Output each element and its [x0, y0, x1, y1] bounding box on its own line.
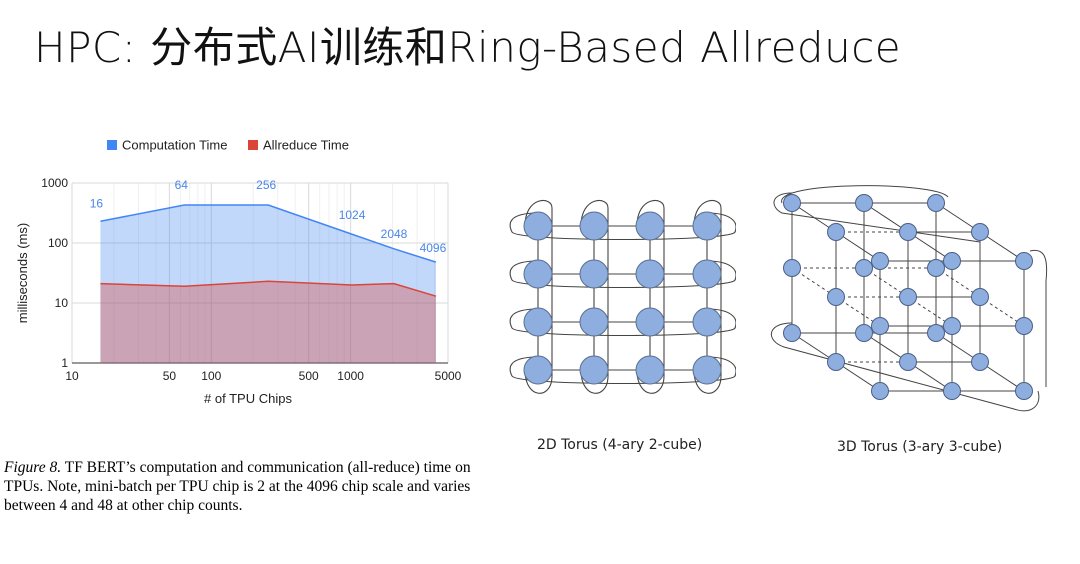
- x-tick-label: 50: [163, 369, 177, 383]
- y-axis-label: milliseconds (ms): [15, 223, 30, 323]
- point-label: 16: [90, 196, 104, 210]
- figure-caption: Figure 8. TF BERT’s computation and comm…: [4, 458, 474, 515]
- torus-3d-node: [871, 252, 889, 270]
- torus-3d-node: [783, 194, 801, 212]
- torus-2d-node: [635, 211, 665, 241]
- figure-label: Figure 8.: [4, 459, 62, 476]
- torus-3d-node: [1015, 317, 1033, 335]
- torus-2d-links: [509, 200, 736, 394]
- torus-2d-node: [523, 355, 553, 385]
- allreduce-line: [100, 280, 437, 297]
- torus-3d-node: [855, 324, 873, 342]
- caption-text: TF BERT’s computation and communication …: [4, 459, 471, 514]
- torus-2d-node: [579, 259, 609, 289]
- x-tick-label: 5000: [435, 369, 462, 383]
- torus-2d-node: [523, 307, 553, 337]
- torus-3d-node: [855, 259, 873, 277]
- legend-label-allreduce: Allreduce Time: [263, 138, 349, 153]
- point-label: 4096: [420, 241, 447, 255]
- allreduce-area: [100, 281, 436, 363]
- computation-line: [100, 204, 437, 263]
- torus-2d-diagram: [509, 200, 736, 394]
- torus-3d-node: [971, 353, 989, 371]
- point-label: 64: [175, 178, 189, 192]
- torus-3d-node: [899, 288, 917, 306]
- torus-3d-node: [783, 259, 801, 277]
- torus-3d-diagram: [771, 185, 1048, 412]
- legend-swatch-computation: [107, 140, 117, 150]
- torus-3d-node: [1015, 382, 1033, 400]
- torus-3d-node: [899, 223, 917, 241]
- torus-2d-node: [579, 307, 609, 337]
- legend-label-computation: Computation Time: [122, 138, 228, 153]
- torus-3d-node: [855, 194, 873, 212]
- torus-3d-node: [899, 353, 917, 371]
- x-tick-label: 100: [201, 369, 221, 383]
- torus-3d-node: [971, 288, 989, 306]
- torus-3d-node: [871, 317, 889, 335]
- y-tick-label: 10: [55, 296, 69, 310]
- torus-3d-node: [943, 382, 961, 400]
- torus-3d-node: [783, 324, 801, 342]
- x-tick-label: 500: [299, 369, 319, 383]
- torus-2d-node: [579, 211, 609, 241]
- torus-2d-node: [692, 259, 722, 289]
- torus-3d-node: [827, 223, 845, 241]
- point-label: 256: [256, 178, 276, 192]
- torus-3d-node: [927, 194, 945, 212]
- torus-3d-node: [827, 288, 845, 306]
- torus-3d-node: [927, 324, 945, 342]
- legend-swatch-allreduce: [248, 140, 258, 150]
- torus-2d-label: 2D Torus (4-ary 2-cube): [537, 437, 703, 453]
- torus-3d-node: [927, 259, 945, 277]
- torus-3d-node: [1015, 252, 1033, 270]
- computation-area: [100, 204, 436, 363]
- x-tick-label: 1000: [337, 369, 364, 383]
- y-tick-label: 1: [61, 356, 68, 370]
- torus-3d-node: [871, 382, 889, 400]
- torus-2d-node: [635, 355, 665, 385]
- torus-2d-node: [635, 307, 665, 337]
- torus-3d-node: [971, 223, 989, 241]
- torus-2d-node: [692, 211, 722, 241]
- torus-3d-node: [827, 353, 845, 371]
- torus-2d-node: [635, 259, 665, 289]
- y-tick-label: 100: [48, 236, 68, 250]
- x-axis-label: # of TPU Chips: [204, 391, 292, 406]
- torus-2d-node: [579, 355, 609, 385]
- torus-3d-node: [943, 252, 961, 270]
- torus-2d-node: [523, 259, 553, 289]
- torus-2d-node: [692, 355, 722, 385]
- point-label: 1024: [339, 208, 366, 222]
- torus-2d-node: [692, 307, 722, 337]
- torus-2d-node: [523, 211, 553, 241]
- point-label: 2048: [381, 227, 408, 241]
- torus-3d-label: 3D Torus (3-ary 3-cube): [837, 439, 1003, 455]
- slide-title: HPC: 分布式AI训练和Ring-Based Allreduce: [34, 23, 902, 72]
- x-tick-label: 10: [65, 369, 79, 383]
- y-tick-label: 1000: [41, 176, 68, 190]
- torus-3d-node: [943, 317, 961, 335]
